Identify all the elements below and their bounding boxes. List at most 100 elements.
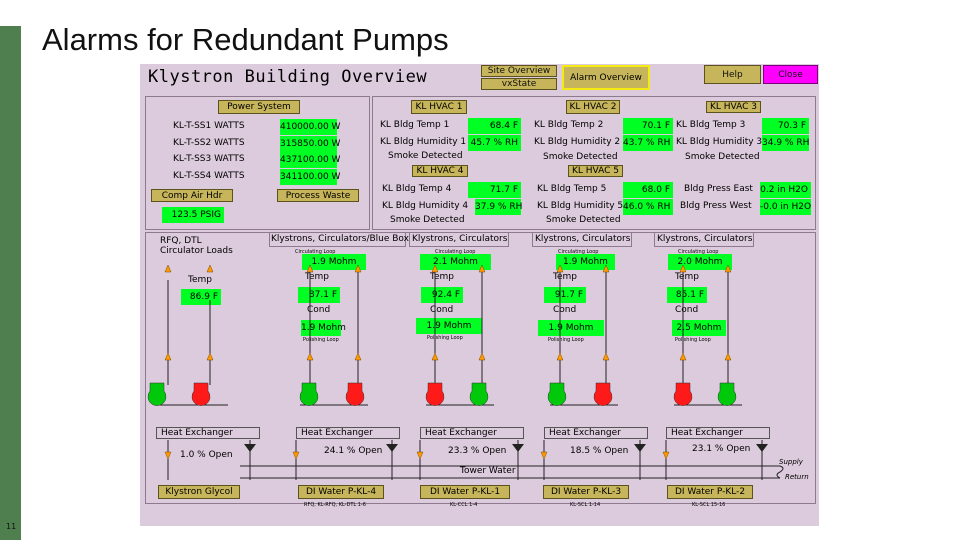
page-number: 11 [6,522,17,531]
hvac4-temp-value: 71.7 F [468,182,521,198]
kl-hvac-3-button[interactable]: KL HVAC 3 [706,101,761,113]
bottom-note: KL-CCL 1-4 [450,502,478,508]
hvac5-temp-label: KL Bldg Temp 5 [537,184,607,194]
loop-temp-value: 87.1 F [298,287,340,303]
close-button[interactable]: Close [763,65,818,84]
bottom-note: KL-SCL 15-16 [692,502,726,508]
power-label: KL-T-SS3 WATTS [173,154,245,164]
power-label: KL-T-SS4 WATTS [173,171,245,181]
loop-title: RFQ, DTL Circulator Loads [160,236,233,256]
kl-hvac-5-button[interactable]: KL HVAC 5 [568,165,623,177]
loop-cond-value: 2.5 Mohm [672,320,726,336]
process-waste-button[interactable]: Process Waste [277,189,359,202]
hvac4-smoke-label: Smoke Detected [390,215,465,225]
press-west-label: Bldg Press West [680,201,752,211]
loop-title: Klystrons, Circulators/Blue Box [271,234,409,244]
heat-exchanger[interactable]: Heat Exchanger [156,427,260,439]
loop-polish-label: Polishing Loop [427,335,463,341]
loop-header-box [654,232,754,247]
press-east-label: Bldg Press East [684,184,753,194]
valve-open-value: 24.1 % Open [324,446,383,456]
hvac2-temp-value: 70.1 F [623,118,673,134]
loop-temp-label: Temp [188,275,212,285]
loop-resistivity-value: 2.0 Mohm [668,254,732,270]
press-west-value: -0.0 in H2O [760,199,811,215]
hvac1-temp-label: KL Bldg Temp 1 [380,120,450,130]
power-label: KL-T-SS1 WATTS [173,121,245,131]
hvac4-humidity-label: KL Bldg Humidity 4 [382,201,469,211]
hvac1-smoke-label: Smoke Detected [388,151,463,161]
hvac2-temp-label: KL Bldg Temp 2 [534,120,604,130]
loop-cond-label: Cond [675,305,699,315]
heat-exchanger[interactable]: Heat Exchanger [544,427,648,439]
loop-resistivity-value: 2.1 Mohm [420,254,491,270]
loop-cond-label: Cond [553,305,577,315]
di-water-pump-button[interactable]: DI Water P-KL-1 [420,485,510,499]
hvac1-humidity-value: 45.7 % RH [468,135,521,151]
loop-title: Klystrons, Circulators [412,234,508,244]
heat-exchanger[interactable]: Heat Exchanger [666,427,770,439]
loop-polish-label: Polishing Loop [675,337,711,343]
vxstate-button[interactable]: vxState [481,78,557,90]
power-value: 341100.00 W [280,169,340,185]
hvac3-smoke-label: Smoke Detected [685,152,760,162]
loop-polish-label: Polishing Loop [303,337,339,343]
loop-small-label: Circulating Loop [558,249,599,255]
hvac-section [372,96,816,230]
power-section [145,96,370,230]
loop-temp-value: 92.4 F [421,287,463,303]
loop-header-box [532,232,632,247]
help-button[interactable]: Help [704,65,761,84]
loop-temp-label: Temp [675,272,699,282]
hvac2-humidity-label: KL Bldg Humidity 2 [534,137,621,147]
loop-resistivity-value: 1.9 Mohm [556,254,615,270]
screen-title: Klystron Building Overview [142,66,478,89]
power-label: KL-T-SS2 WATTS [173,138,245,148]
power-system-button[interactable]: Power System [218,100,300,114]
slide-title: Alarms for Redundant Pumps [42,22,449,57]
loop-polish-label: Polishing Loop [548,337,584,343]
kl-hvac-2-button[interactable]: KL HVAC 2 [566,100,620,114]
hvac2-humidity-value: 43.7 % RH [623,135,673,151]
hvac1-humidity-label: KL Bldg Humidity 1 [380,137,467,147]
loop-cond-value: 1.9 Mohm [301,320,346,336]
hvac5-humidity-label: KL Bldg Humidity 5 [537,201,624,211]
valve-open-value: 18.5 % Open [570,446,629,456]
heat-exchanger[interactable]: Heat Exchanger [420,427,524,439]
hvac5-smoke-label: Smoke Detected [546,215,621,225]
heat-exchanger[interactable]: Heat Exchanger [296,427,400,439]
loop-temp-label: Temp [305,272,329,282]
comp-air-hdr-button[interactable]: Comp Air Hdr [151,189,233,202]
loop-cond-value: 1.9 Mohm [538,320,604,336]
hvac4-humidity-value: 37.9 % RH [475,199,522,215]
site-overview-button[interactable]: Site Overview [481,65,557,77]
hvac3-temp-value: 70.3 F [762,118,809,134]
comp-air-value: 123.5 PSIG [162,207,224,223]
valve-open-value: 1.0 % Open [180,450,233,460]
loop-cond-label: Cond [430,305,454,315]
alarm-overview-button[interactable]: Alarm Overview [562,65,650,90]
hvac3-temp-label: KL Bldg Temp 3 [676,120,746,130]
valve-open-value: 23.1 % Open [692,444,751,454]
power-value: 437100.00 W [280,152,340,168]
power-value: 315850.00 W [280,136,340,152]
loop-cond-label: Cond [307,305,331,315]
di-water-pump-button[interactable]: DI Water P-KL-3 [543,485,629,499]
loop-temp-value: 86.9 F [181,289,221,305]
loop-small-label: Circulating Loop [295,249,336,255]
hvac3-humidity-label: KL Bldg Humidity 3 [676,137,763,147]
loop-temp-value: 85.1 F [667,287,707,303]
kl-hvac-4-button[interactable]: KL HVAC 4 [412,165,468,177]
loop-small-label: Circulating Loop [678,249,719,255]
di-water-pump-button[interactable]: DI Water P-KL-4 [298,485,384,499]
kl-hvac-1-button[interactable]: KL HVAC 1 [411,100,467,114]
loop-resistivity-value: 1.9 Mohm [302,254,366,270]
klystron-glycol-button[interactable]: Klystron Glycol [158,485,240,499]
loop-temp-value: 91.7 F [544,287,586,303]
hvac5-humidity-value: 46.0 % RH [623,199,673,215]
bottom-note: RFQ, KL-RFQ, KL-DTL 1-6 [304,502,366,508]
hvac3-humidity-value: 34.9 % RH [762,135,809,151]
di-water-pump-button[interactable]: DI Water P-KL-2 [667,485,753,499]
tower-water-label: Tower Water [460,466,516,476]
